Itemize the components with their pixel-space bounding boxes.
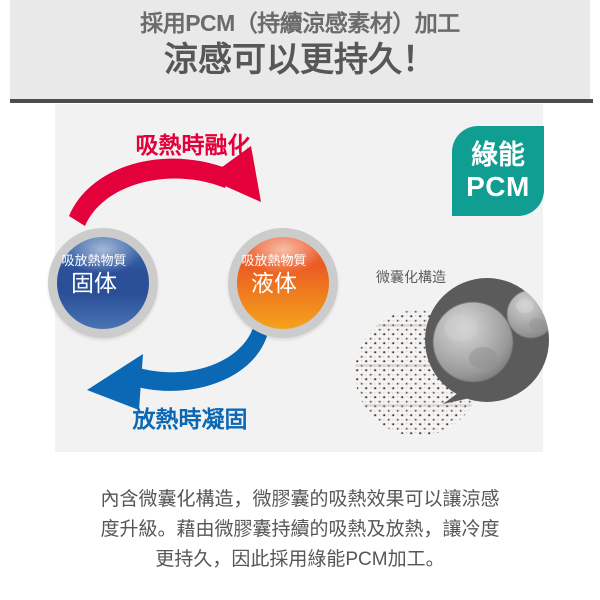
sphere-solid-body xyxy=(57,237,149,329)
arrow-absorb-heat-icon xyxy=(69,146,261,226)
sphere-liquid-state-label: 液体 xyxy=(251,269,297,296)
page-title: 採用PCM（持續涼感素材）加工 涼感可以更持久！ xyxy=(0,8,600,82)
header-divider-rule xyxy=(10,99,593,103)
footer-line-1: 內含微囊化構造，微膠囊的吸熱效果可以讓涼感 xyxy=(100,489,500,510)
sphere-liquid-text: 吸放熱物質 液体 xyxy=(228,228,320,320)
badge-line1: 綠能 xyxy=(471,140,525,170)
header-band xyxy=(10,0,590,99)
arrow-bottom-label: 放熱時凝固 xyxy=(132,406,248,432)
page-subtitle-text: 採用PCM（持續涼感素材）加工 xyxy=(140,10,460,36)
footer-line-3: 更持久，因此採用綠能PCM加工。 xyxy=(155,549,445,570)
microcapsule-illustration xyxy=(355,278,549,436)
sphere-liquid-body xyxy=(237,237,329,329)
footer-line-2: 度升級。藉由微膠囊持續的吸熱及放熱，讓冷度 xyxy=(100,519,500,540)
sphere-liquid-caption: 吸放熱物質 xyxy=(241,252,307,268)
sphere-solid-caption: 吸放熱物質 xyxy=(61,252,127,268)
microcapsule-label: 微囊化構造 xyxy=(376,269,446,285)
sphere-liquid-state: 吸放熱物質 液体 xyxy=(228,228,338,338)
badge-line2: PCM xyxy=(466,171,530,202)
sphere-solid-state-label: 固体 xyxy=(71,269,117,296)
arrow-release-heat-icon xyxy=(87,328,267,410)
sphere-solid-state: 吸放熱物質 固体 xyxy=(48,228,158,338)
cycle-arrows-graphic xyxy=(69,146,267,410)
sem-capsule-circle xyxy=(425,278,549,402)
arrow-top-label: 吸熱時融化 xyxy=(135,132,251,158)
sphere-solid-text: 吸放熱物質 固体 xyxy=(48,228,140,320)
footer-paragraph: 內含微囊化構造，微膠囊的吸熱效果可以讓涼感 度升級。藉由微膠囊持續的吸熱及放熱，… xyxy=(0,485,600,575)
badge-green-pcm: 綠能 PCM xyxy=(452,126,544,216)
page-title-text: 涼感可以更持久！ xyxy=(164,41,436,79)
